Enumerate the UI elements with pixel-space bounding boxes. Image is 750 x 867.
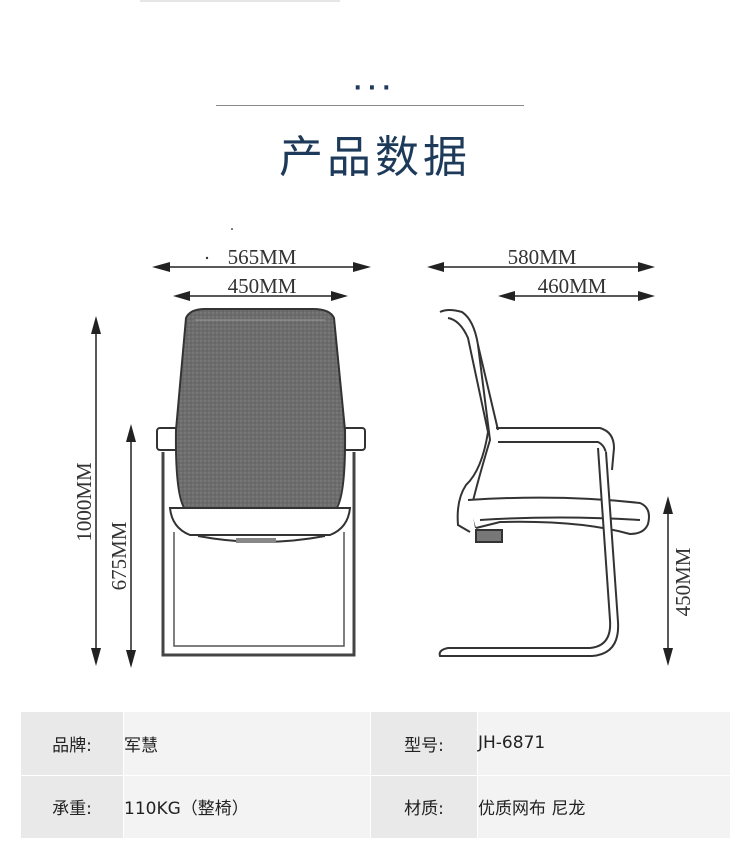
spec-table: 品牌: 军慧 型号: JH-6871 承重: 110KG（整椅） 材质: 优质网… xyxy=(20,711,731,839)
table-row: 品牌: 军慧 型号: JH-6871 xyxy=(20,711,731,776)
chair-dimension-drawing: 565MM 450MM 1000MM 675MM xyxy=(72,228,695,668)
armrest-height-label: 675MM xyxy=(107,521,131,590)
page-title: 产品数据 xyxy=(279,132,471,183)
total-height-label: 1000MM xyxy=(72,462,96,542)
table-row: 承重: 110KG（整椅） 材质: 优质网布 尼龙 xyxy=(20,774,731,839)
front-width-outer-arrow xyxy=(152,262,371,272)
spec-label-model: 型号: xyxy=(370,711,478,776)
spec-value-material: 优质网布 尼龙 xyxy=(477,774,731,839)
side-depth-outer-arrow xyxy=(427,262,655,272)
seat-height-label: 450MM xyxy=(671,547,695,616)
spec-value-brand: 军慧 xyxy=(123,711,371,776)
section-dots: ··· xyxy=(353,76,397,101)
side-depth-inner-arrow xyxy=(498,291,655,301)
front-width-inner-arrow xyxy=(173,291,348,301)
side-depth-outer-label: 580MM xyxy=(508,245,577,269)
spec-label-material: 材质: xyxy=(370,774,478,839)
seat-height-arrow xyxy=(663,496,673,666)
spec-value-model: JH-6871 xyxy=(477,711,731,776)
top-divider xyxy=(140,0,340,2)
front-width-outer-label: 565MM xyxy=(228,245,297,269)
front-width-inner-label: 450MM xyxy=(228,274,297,298)
total-height-arrow xyxy=(91,316,101,666)
armrest-height-arrow xyxy=(126,424,136,668)
chair-side-view xyxy=(438,309,650,657)
side-depth-inner-label: 460MM xyxy=(538,274,607,298)
spec-label-load: 承重: xyxy=(20,774,124,839)
spec-value-load: 110KG（整椅） xyxy=(123,774,371,839)
spec-label-brand: 品牌: xyxy=(20,711,124,776)
title-rule xyxy=(216,105,524,106)
chair-front-view xyxy=(156,308,366,657)
